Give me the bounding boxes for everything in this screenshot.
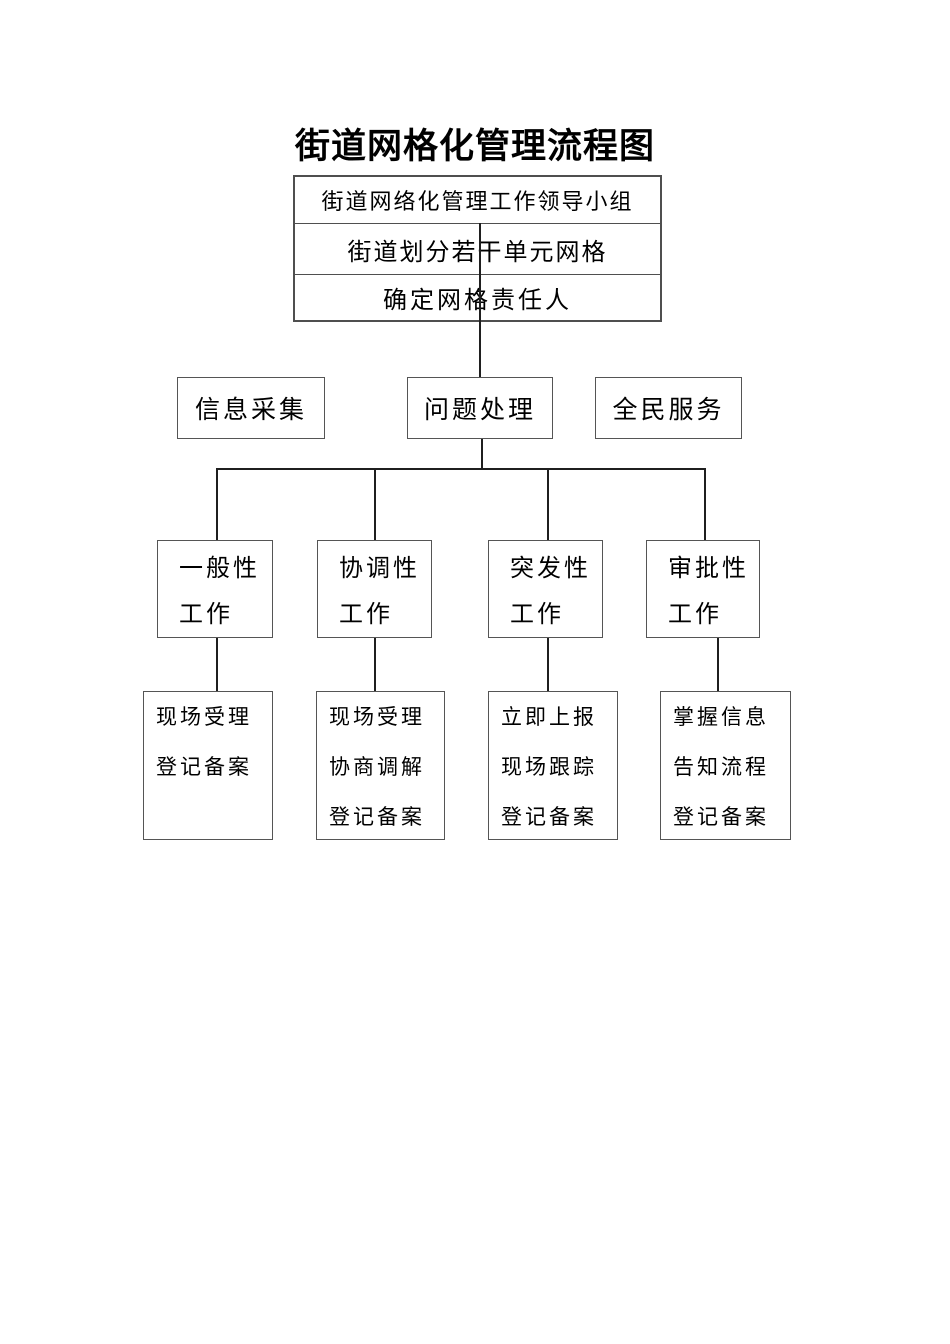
node-assign-grid-manager: 确定网格责任人	[295, 274, 660, 320]
top-group: 街道网络化管理工作领导小组 街道划分若干单元网格 确定网格责任人	[293, 175, 662, 322]
node-line: 登记备案	[673, 805, 769, 829]
node-line: 现场跟踪	[501, 755, 597, 779]
node-line: 工作	[179, 602, 233, 628]
connector-rail-to-general-work	[216, 468, 218, 540]
node-divide-grids: 街道划分若干单元网格	[295, 223, 660, 274]
node-coordination-procedure: 现场受理 协商调解 登记备案	[316, 691, 445, 840]
node-public-service: 全民服务	[595, 377, 742, 439]
node-line: 告知流程	[673, 755, 769, 779]
connector-coordination-to-procedure	[374, 638, 376, 691]
node-line: 协商调解	[329, 755, 425, 779]
node-line: 工作	[668, 602, 722, 628]
page-title: 街道网格化管理流程图	[294, 127, 655, 166]
node-emergency-procedure: 立即上报 现场跟踪 登记备案	[488, 691, 618, 840]
connector-rail-to-emergency-work	[547, 468, 549, 540]
node-line: 登记备案	[156, 755, 252, 779]
connector-top-to-problem-handling	[479, 223, 481, 377]
node-coordination-work: 协调性 工作	[317, 540, 432, 638]
connector-approval-to-procedure	[717, 638, 719, 691]
node-emergency-work: 突发性 工作	[488, 540, 603, 638]
branch-rail-line	[216, 468, 706, 470]
node-approval-procedure: 掌握信息 告知流程 登记备案	[660, 691, 791, 840]
node-line: 突发性	[510, 556, 591, 582]
node-line: 审批性	[668, 556, 749, 582]
node-leadership-group: 街道网络化管理工作领导小组	[321, 189, 634, 214]
connector-emergency-to-procedure	[547, 638, 549, 691]
node-line: 登记备案	[329, 805, 425, 829]
node-line: 工作	[339, 602, 393, 628]
node-general-procedure: 现场受理 登记备案	[143, 691, 273, 840]
node-line: 一般性	[179, 556, 260, 582]
node-line: 现场受理	[329, 705, 425, 729]
connector-rail-to-approval-work	[704, 468, 706, 540]
node-info-collection: 信息采集	[177, 377, 325, 439]
node-line: 登记备案	[501, 805, 597, 829]
connector-general-to-procedure	[216, 638, 218, 691]
node-general-work: 一般性 工作	[157, 540, 273, 638]
node-line: 立即上报	[501, 705, 597, 729]
node-line: 工作	[510, 602, 564, 628]
node-line: 掌握信息	[673, 705, 769, 729]
node-problem-handling: 问题处理	[407, 377, 553, 439]
node-approval-work: 审批性 工作	[646, 540, 760, 638]
node-line: 现场受理	[156, 705, 252, 729]
connector-rail-to-coordination-work	[374, 468, 376, 540]
node-line: 协调性	[339, 556, 420, 582]
connector-problem-handling-to-rail	[481, 439, 483, 468]
